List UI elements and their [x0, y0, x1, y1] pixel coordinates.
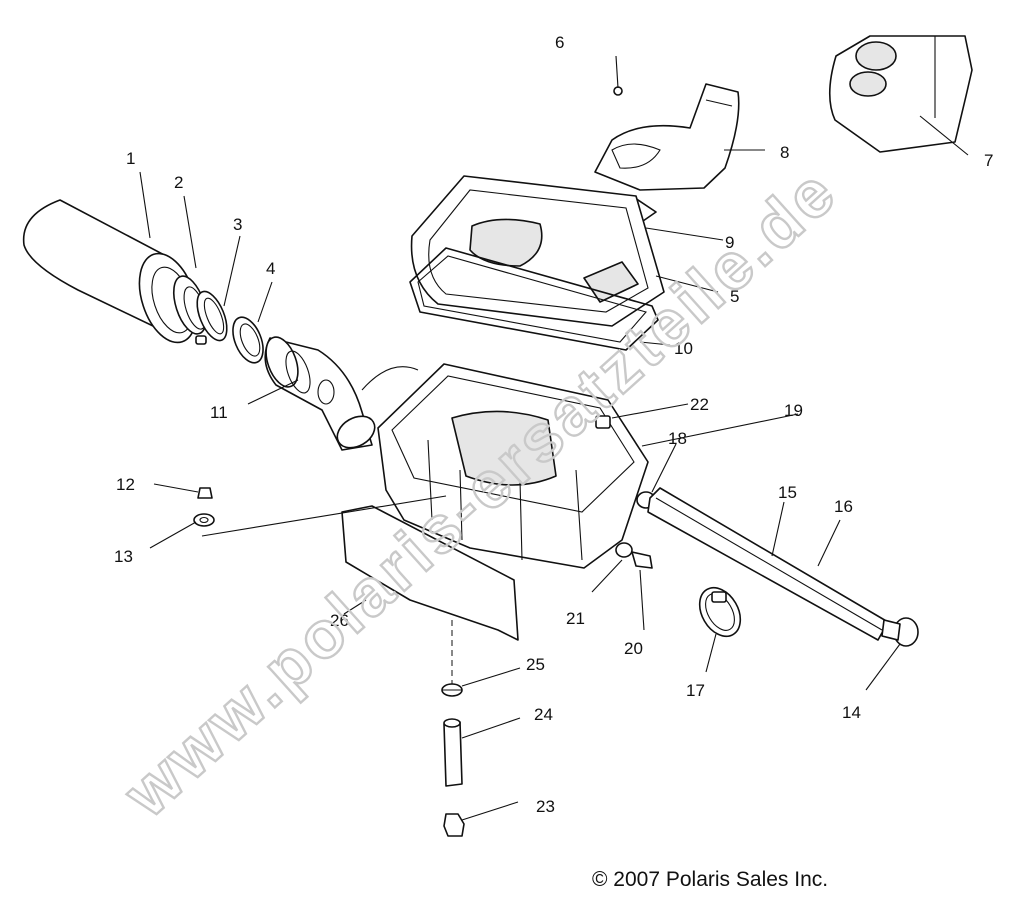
part-23-drain-valve	[443, 813, 465, 837]
part-21-cap	[615, 542, 633, 558]
callout-12: 12	[116, 475, 135, 494]
callout-18: 18	[668, 429, 687, 448]
callout-3: 3	[233, 215, 242, 234]
callout-10: 10	[674, 339, 693, 358]
copyright-notice: © 2007 Polaris Sales Inc.	[592, 868, 829, 891]
part-26-heat-shield	[341, 505, 519, 641]
callout-labels: 1 2 3 4 5 6 7 8 9 10 11 12 13 14 15 16 1…	[114, 33, 993, 816]
part-1-air-filter	[22, 199, 198, 344]
callout-13: 13	[114, 547, 133, 566]
callout-26: 26	[330, 611, 349, 630]
callout-23: 23	[536, 797, 555, 816]
part-11-intake-boot	[264, 336, 419, 451]
callout-2: 2	[174, 173, 183, 192]
callout-19: 19	[784, 401, 803, 420]
callout-5: 5	[730, 287, 739, 306]
callout-21: 21	[566, 609, 585, 628]
part-10-lid-gasket	[409, 247, 659, 351]
callout-1: 1	[126, 149, 135, 168]
part-24-drain-hose	[443, 718, 463, 787]
callout-22: 22	[690, 395, 709, 414]
part-17-band-clamp	[698, 586, 742, 638]
part-12-bolt	[197, 487, 213, 499]
part-22-clip	[595, 415, 611, 429]
part-5-airbox-lid	[410, 175, 665, 327]
callout-20: 20	[624, 639, 643, 658]
callout-8: 8	[780, 143, 789, 162]
part-8-intake-snorkel	[594, 83, 740, 191]
callout-7: 7	[984, 151, 993, 170]
part-14-tube-clamp	[881, 617, 919, 647]
callout-24: 24	[534, 705, 553, 724]
part-13-washer	[193, 513, 215, 527]
callout-9: 9	[725, 233, 734, 252]
part-7-cover	[828, 35, 973, 153]
callout-16: 16	[834, 497, 853, 516]
part-6-screw	[613, 86, 623, 96]
part-25-small-clamp	[441, 683, 463, 697]
callout-14: 14	[842, 703, 861, 722]
leader-lines	[139, 55, 969, 821]
part-19-airbox-base	[377, 363, 649, 569]
part-4-ring	[232, 316, 264, 364]
callout-15: 15	[778, 483, 797, 502]
callout-11: 11	[210, 403, 228, 422]
callout-6: 6	[555, 33, 564, 52]
callout-25: 25	[526, 655, 545, 674]
part-3-hose-clamp	[195, 290, 228, 345]
callout-17: 17	[686, 681, 705, 700]
callout-4: 4	[266, 259, 275, 278]
part-20-plug	[631, 551, 653, 569]
